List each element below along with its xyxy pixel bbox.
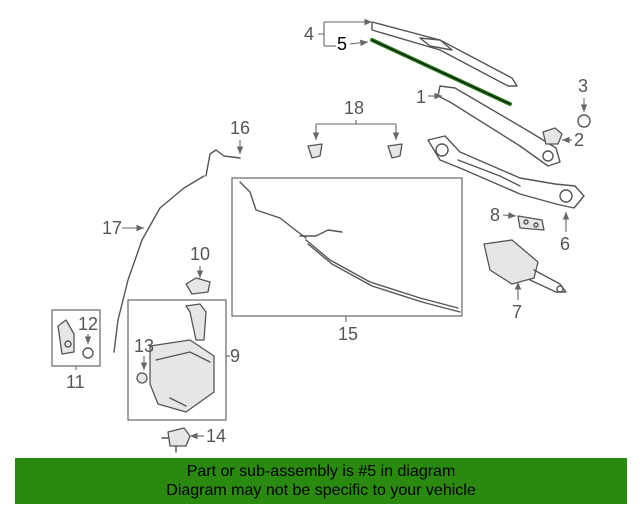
callout-17-group: 17 xyxy=(102,218,144,238)
callout-5: 5 xyxy=(337,34,347,54)
callout-13: 13 xyxy=(134,336,154,356)
banner-line-1: Part or sub-assembly is #5 in diagram xyxy=(186,463,456,480)
callout-1: 1 xyxy=(416,87,426,107)
part-8-bracket[interactable] xyxy=(517,215,545,231)
callout-14: 14 xyxy=(206,426,226,446)
callout-16-group: 16 xyxy=(230,118,250,154)
part-9-washer-reservoir[interactable] xyxy=(127,299,227,421)
callout-10: 10 xyxy=(190,244,210,264)
callout-1-group: 1 xyxy=(416,87,442,107)
part-15-hose-assembly[interactable] xyxy=(231,177,463,317)
callout-5-group: 5 xyxy=(337,34,369,54)
callout-3-group: 3 xyxy=(578,76,588,112)
callout-9-group: 9 xyxy=(226,346,240,366)
part-12-o-ring[interactable] xyxy=(82,347,94,359)
callout-14-group: 14 xyxy=(190,426,226,446)
part-17-washer-hose[interactable] xyxy=(113,175,205,353)
part-14-washer-pump[interactable] xyxy=(161,427,191,453)
callout-6-group: 6 xyxy=(560,212,570,254)
part-3-washer[interactable] xyxy=(577,114,591,128)
callout-12-group: 12 xyxy=(78,314,98,344)
part-18-clips[interactable] xyxy=(307,143,403,159)
callout-16: 16 xyxy=(230,118,250,138)
part-1-wiper-arm[interactable] xyxy=(437,85,561,167)
callout-12: 12 xyxy=(78,314,98,334)
callout-15: 15 xyxy=(338,324,358,344)
part-5-blade-refill[interactable] xyxy=(370,38,512,106)
callout-8-group: 8 xyxy=(490,205,517,225)
banner-line-2: Diagram may not be specific to your vehi… xyxy=(166,482,476,499)
part-10-reservoir-cap[interactable] xyxy=(185,277,211,295)
part-13-grommet[interactable] xyxy=(136,372,148,384)
part-2-cap[interactable] xyxy=(542,127,563,145)
callout-7-group: 7 xyxy=(512,282,522,322)
callout-13-group: 13 xyxy=(134,336,154,370)
callout-17: 17 xyxy=(102,218,122,238)
callout-2: 2 xyxy=(574,130,584,150)
part-7-wiper-motor[interactable] xyxy=(483,239,567,293)
callout-18-group: 18 xyxy=(316,98,400,140)
callout-6: 6 xyxy=(560,234,570,254)
callout-8: 8 xyxy=(490,205,500,225)
callout-9: 9 xyxy=(230,346,240,366)
callout-2-group: 2 xyxy=(562,130,584,150)
part-4-wiper-blade[interactable] xyxy=(371,21,518,87)
part-info-banner: Part or sub-assembly is #5 in diagram Di… xyxy=(15,458,627,504)
callout-10-group: 10 xyxy=(190,244,210,278)
callout-7: 7 xyxy=(512,302,522,322)
callout-4: 4 xyxy=(304,24,314,44)
callout-4-group: 4 xyxy=(304,22,372,47)
part-16-hose-connector[interactable] xyxy=(205,149,241,177)
callout-11-group: 11 xyxy=(66,366,85,392)
callout-3: 3 xyxy=(578,76,588,96)
part-6-linkage[interactable] xyxy=(427,135,585,209)
callout-15-group: 15 xyxy=(338,316,358,344)
callout-18: 18 xyxy=(344,98,364,118)
parts-diagram: 4 5 1 3 2 6 xyxy=(51,0,591,453)
callout-11: 11 xyxy=(66,372,85,392)
